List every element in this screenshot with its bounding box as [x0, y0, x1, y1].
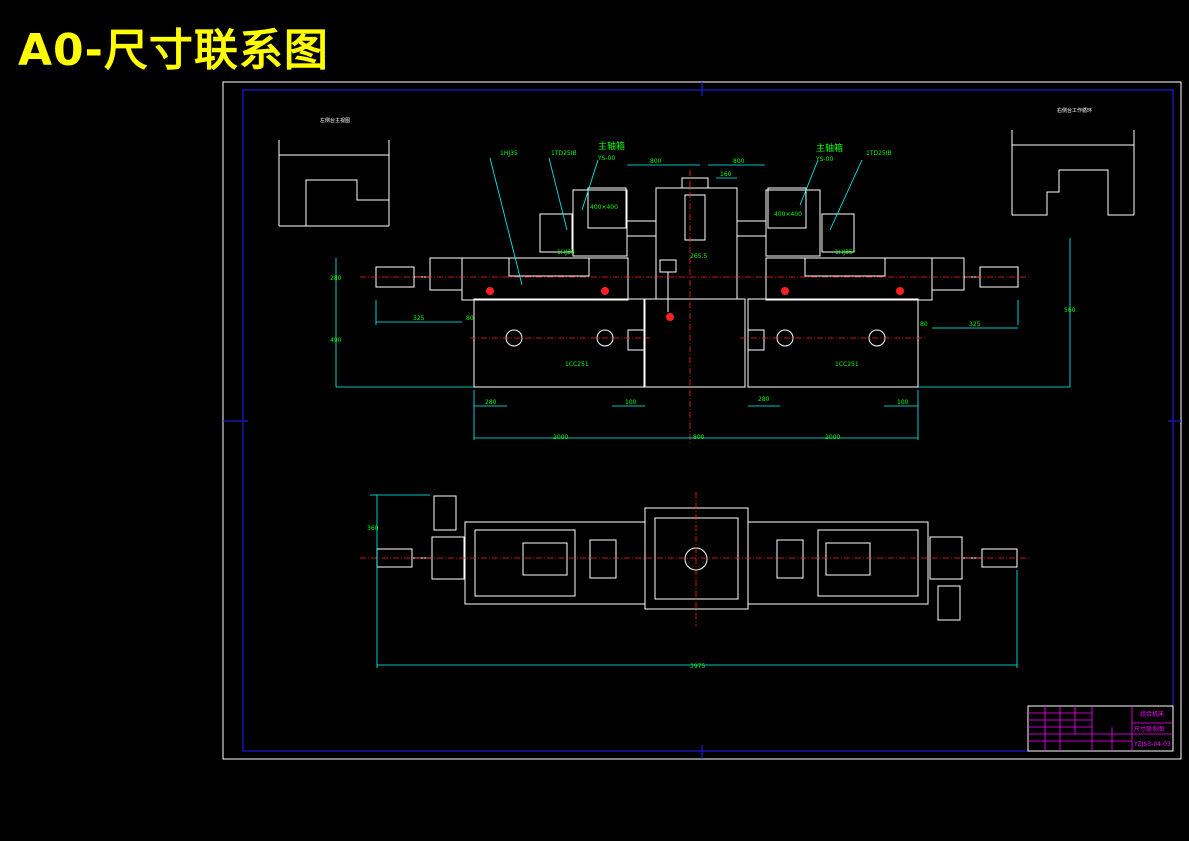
right-cycle-diagram: 右侧台工作循环 — [1011, 107, 1135, 216]
dim-plan-height: 360 — [367, 525, 379, 532]
label-iq-right: 1TD25IB — [866, 150, 892, 157]
label-tl-left: 1TD25IB — [551, 150, 577, 157]
label-slide-right: 1HJ35 — [835, 249, 853, 256]
label-spindle-left: 主轴箱 — [598, 140, 625, 152]
dim-bot-right2: 100 — [897, 399, 909, 406]
dim-left-v2: 490 — [330, 337, 342, 344]
title-block: 组合机床 尺寸联系图 YZJS3-04-03 — [1027, 705, 1174, 752]
dim-right-h1: 325 — [969, 321, 981, 328]
dim-total-mid: 800 — [693, 434, 705, 441]
dim-top3: 160 — [720, 171, 732, 178]
inner-frame — [242, 89, 1174, 752]
title-block-drawing-name: 尺寸联系图 — [1134, 725, 1164, 733]
left-cycle-diagram: 左侧台主视图 — [278, 117, 390, 227]
label-spindle-right-sub: YS-00 — [815, 156, 833, 163]
dim-left-v1: 280 — [330, 275, 342, 282]
dim-left-h2: 80 — [466, 315, 474, 322]
dim-total-right: 2000 — [825, 434, 840, 441]
front-view: 1HJ35 1TD25IB 主轴箱 YS-00 400×400 主轴箱 YS-0… — [330, 140, 1076, 445]
label-slide-left: 1HJ35 — [557, 249, 575, 256]
dim-total-left: 2000 — [553, 434, 568, 441]
dim-bot-right1: 280 — [758, 396, 770, 403]
dim-center: 265.5 — [690, 253, 707, 260]
label-spindle-right: 主轴箱 — [816, 142, 843, 154]
outer-frame — [222, 81, 1182, 760]
right-cycle-title: 右侧台工作循环 — [1057, 107, 1092, 114]
dim-top2: 800 — [733, 158, 745, 165]
dim-top1: 800 — [650, 158, 662, 165]
label-bed-right: 1CC251 — [835, 361, 859, 368]
dim-bot-left1: 280 — [485, 399, 497, 406]
page-title: A0-尺寸联系图 — [18, 25, 329, 76]
label-iq-left: 1HJ35 — [500, 150, 518, 157]
title-block-company: 组合机床 — [1140, 710, 1164, 718]
dim-bot-left2: 100 — [625, 399, 637, 406]
left-cycle-title: 左侧台主视图 — [320, 117, 350, 124]
dim-plan-total: 3975 — [690, 663, 705, 670]
dim-left-h1: 325 — [413, 315, 425, 322]
dim-right-h2: 80 — [920, 321, 928, 328]
label-spindle-left-sub: YS-00 — [597, 155, 615, 162]
label-box-right: 400×400 — [774, 211, 802, 218]
plan-view: 360 3975 — [360, 492, 1030, 670]
label-box-left: 400×400 — [590, 204, 618, 211]
dim-right-v: 560 — [1064, 307, 1076, 314]
title-block-code: YZJS3-04-03 — [1133, 741, 1171, 748]
label-bed-left: 1CC251 — [565, 361, 589, 368]
centering-marks — [223, 82, 1181, 759]
